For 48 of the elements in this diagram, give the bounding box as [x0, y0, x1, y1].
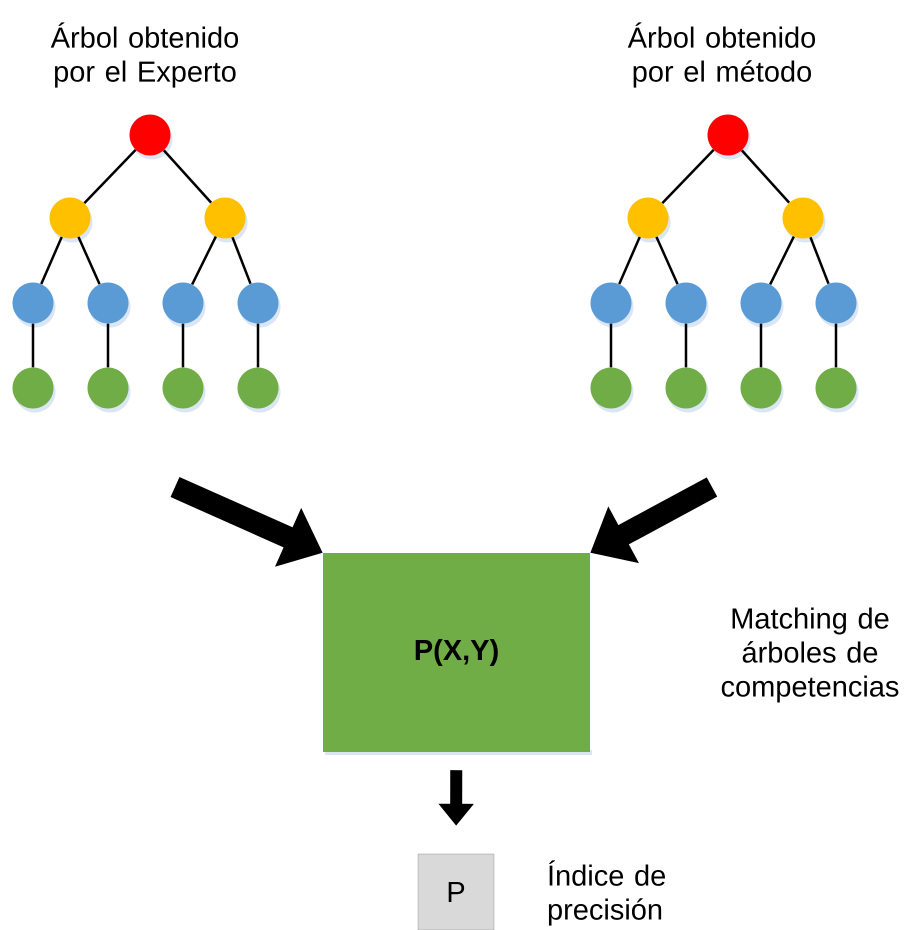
tree-node	[238, 368, 280, 412]
tree-branch	[32, 324, 34, 368]
tree-node	[12, 368, 56, 412]
tree-branch	[40, 236, 63, 285]
tree-node	[50, 198, 92, 242]
tree-node	[88, 282, 130, 328]
tree-branch	[106, 324, 110, 368]
tree-branch	[809, 236, 830, 284]
tree-branch	[618, 236, 641, 285]
tree-branch	[655, 236, 679, 285]
tree-node	[666, 368, 708, 412]
tree-branch	[162, 150, 212, 204]
tree-node	[204, 198, 248, 242]
tree-branch	[684, 324, 688, 368]
tree-branch	[231, 236, 252, 284]
tree-branch	[769, 236, 795, 285]
tree-node	[130, 114, 172, 160]
tree-node	[740, 282, 784, 328]
tree-node	[590, 368, 634, 412]
tree-node	[162, 368, 206, 412]
tree-node	[238, 282, 280, 328]
tree-title: Árbol obtenido por el Experto	[50, 22, 238, 88]
tree-branch	[610, 324, 612, 368]
tree-node	[816, 368, 858, 412]
tree-node	[162, 282, 206, 328]
result-box: P	[418, 854, 494, 930]
tree-branch	[77, 236, 101, 285]
tree-branch	[191, 236, 217, 285]
tree-node	[740, 368, 784, 412]
tree-branch	[661, 149, 715, 204]
tree-branch	[83, 149, 137, 204]
tree-node	[782, 198, 826, 242]
tree-branch	[182, 324, 184, 368]
tree-node	[816, 282, 858, 328]
tree-branch	[740, 150, 790, 204]
node-caption: Índice de precisión	[548, 860, 665, 926]
tree-node	[590, 282, 634, 328]
tree-branch	[256, 324, 260, 368]
tree-node	[12, 282, 56, 328]
tree-node	[88, 368, 130, 412]
tree-node	[628, 198, 670, 242]
tree-branch	[760, 324, 762, 368]
tree-node	[666, 282, 708, 328]
caption: Matching de árboles de competencias	[722, 607, 898, 702]
tree-title: Árbol obtenido por el método	[628, 22, 816, 88]
tree-node	[708, 114, 750, 160]
tree-branch	[834, 324, 838, 368]
process-box: P(X,Y)	[323, 553, 592, 755]
